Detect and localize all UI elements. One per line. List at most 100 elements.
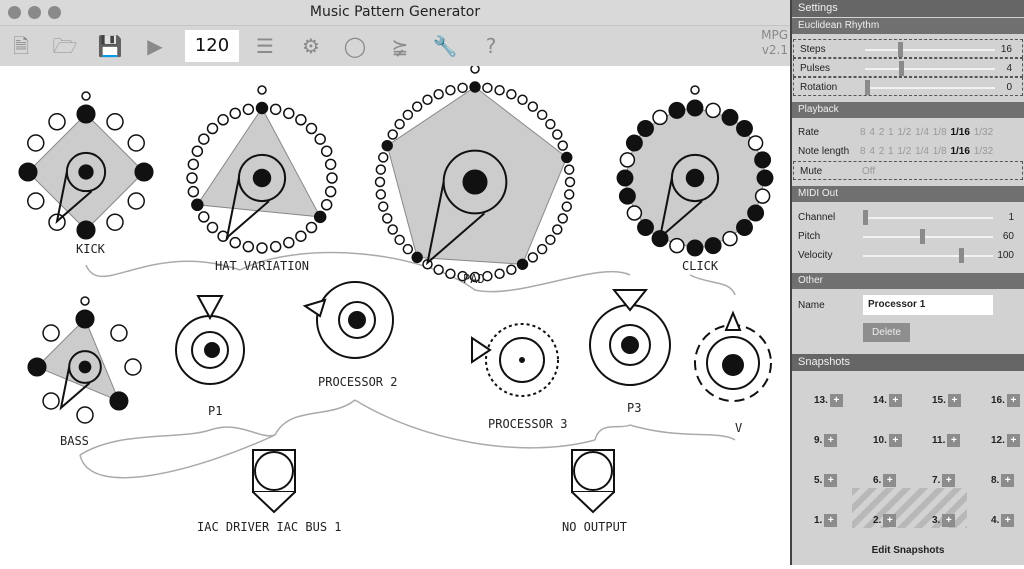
- rate-option[interactable]: 1: [888, 127, 894, 138]
- new-file-icon[interactable]: 🗎: [12, 34, 30, 58]
- step-dot[interactable]: [283, 236, 295, 249]
- step-dot[interactable]: [187, 185, 200, 198]
- wrench-icon[interactable]: 🔧: [432, 34, 458, 58]
- step-dot[interactable]: [557, 213, 569, 224]
- step-dot[interactable]: [402, 109, 414, 121]
- add-snapshot-button[interactable]: +: [947, 434, 961, 447]
- step-dot[interactable]: [191, 198, 204, 212]
- step-dot[interactable]: [736, 120, 753, 137]
- step-dot[interactable]: [618, 187, 636, 205]
- step-dot[interactable]: [721, 108, 739, 126]
- open-folder-icon[interactable]: 🗁: [52, 34, 78, 58]
- rate-option[interactable]: 8: [860, 127, 866, 138]
- velocity-slider[interactable]: [863, 248, 993, 263]
- step-dot[interactable]: [433, 264, 444, 276]
- step-dot[interactable]: [27, 357, 47, 377]
- step-dot[interactable]: [229, 107, 241, 120]
- step-dot[interactable]: [42, 324, 60, 342]
- step-dot[interactable]: [668, 101, 686, 119]
- step-dot[interactable]: [387, 129, 398, 140]
- step-dot[interactable]: [387, 224, 398, 235]
- close-window-button[interactable]: [8, 6, 21, 19]
- step-dot[interactable]: [326, 172, 338, 184]
- step-dot[interactable]: [27, 192, 45, 210]
- step-dot[interactable]: [705, 102, 721, 119]
- step-dot[interactable]: [295, 114, 307, 126]
- step-dot[interactable]: [563, 164, 575, 175]
- rotation-slider-thumb[interactable]: [865, 80, 870, 95]
- step-dot[interactable]: [305, 221, 318, 234]
- step-dot[interactable]: [320, 199, 333, 211]
- add-snapshot-button[interactable]: +: [947, 394, 961, 407]
- processor-v[interactable]: [694, 310, 772, 402]
- pitch-slider[interactable]: [863, 229, 993, 244]
- step-dot[interactable]: [619, 152, 636, 168]
- step-dot[interactable]: [381, 213, 393, 224]
- play-icon[interactable]: ▶: [147, 34, 163, 58]
- connector[interactable]: [80, 296, 90, 306]
- step-dot[interactable]: [756, 169, 774, 187]
- step-dot[interactable]: [506, 264, 517, 276]
- step-dot[interactable]: [106, 113, 124, 131]
- step-dot[interactable]: [191, 145, 204, 157]
- step-dot[interactable]: [75, 309, 95, 329]
- step-dot[interactable]: [669, 237, 685, 254]
- mute-toggle[interactable]: Off: [862, 166, 876, 177]
- step-dot[interactable]: [469, 81, 481, 93]
- rate-option[interactable]: 1/2: [897, 127, 912, 138]
- note-length-option[interactable]: 1/16: [950, 146, 970, 157]
- rate-option[interactable]: 4: [869, 127, 875, 138]
- processor-2[interactable]: [302, 281, 394, 359]
- step-dot[interactable]: [255, 101, 269, 115]
- step-dot[interactable]: [482, 82, 493, 94]
- delete-button[interactable]: Delete: [863, 323, 910, 342]
- rhythm-bass[interactable]: [27, 296, 142, 424]
- step-dot[interactable]: [563, 189, 575, 200]
- step-dot[interactable]: [217, 114, 229, 126]
- minimize-window-button[interactable]: [28, 6, 41, 19]
- step-dot[interactable]: [313, 210, 327, 224]
- help-icon[interactable]: ?: [485, 34, 497, 58]
- processor-3[interactable]: [471, 323, 559, 397]
- step-dot[interactable]: [494, 84, 505, 96]
- zoom-window-button[interactable]: [48, 6, 61, 19]
- step-dot[interactable]: [552, 129, 563, 140]
- step-dot[interactable]: [686, 239, 704, 257]
- step-dot[interactable]: [637, 120, 654, 137]
- pattern-canvas[interactable]: KICK HAT VARIATION PAD CLICK BASS P1 PRO…: [0, 64, 790, 565]
- add-snapshot-button[interactable]: +: [1001, 514, 1015, 527]
- note-length-option[interactable]: 1/4: [915, 146, 929, 157]
- step-dot[interactable]: [411, 251, 423, 264]
- pitch-slider-thumb[interactable]: [920, 229, 926, 244]
- channel-slider[interactable]: [863, 210, 993, 225]
- add-snapshot-button[interactable]: +: [888, 434, 902, 447]
- channel-slider-thumb[interactable]: [863, 210, 868, 225]
- step-dot[interactable]: [561, 151, 573, 164]
- gear-icon[interactable]: ⚙: [302, 34, 320, 58]
- step-dot[interactable]: [637, 219, 654, 236]
- save-icon[interactable]: 💾: [97, 34, 123, 58]
- step-dot[interactable]: [198, 211, 210, 223]
- step-dot[interactable]: [402, 243, 414, 255]
- step-dot[interactable]: [314, 133, 326, 145]
- note-length-option[interactable]: 1/2: [897, 146, 912, 157]
- step-dot[interactable]: [736, 219, 753, 236]
- step-dot[interactable]: [482, 270, 493, 282]
- step-dot[interactable]: [377, 152, 389, 163]
- step-dot[interactable]: [747, 135, 764, 151]
- add-snapshot-button[interactable]: +: [1006, 394, 1020, 407]
- rhythm-click[interactable]: [616, 85, 774, 257]
- midi-icon[interactable]: ◯: [343, 34, 367, 58]
- step-dot[interactable]: [625, 134, 643, 152]
- step-dot[interactable]: [469, 271, 481, 283]
- step-dot[interactable]: [76, 104, 96, 124]
- rate-option[interactable]: 2: [878, 127, 885, 138]
- step-dot[interactable]: [42, 392, 60, 410]
- step-dot[interactable]: [517, 94, 528, 105]
- step-dot[interactable]: [457, 82, 468, 94]
- step-dot[interactable]: [295, 230, 307, 242]
- step-dot[interactable]: [186, 172, 198, 184]
- step-dot[interactable]: [722, 230, 738, 247]
- step-dot[interactable]: [381, 139, 393, 152]
- step-dot[interactable]: [206, 122, 219, 135]
